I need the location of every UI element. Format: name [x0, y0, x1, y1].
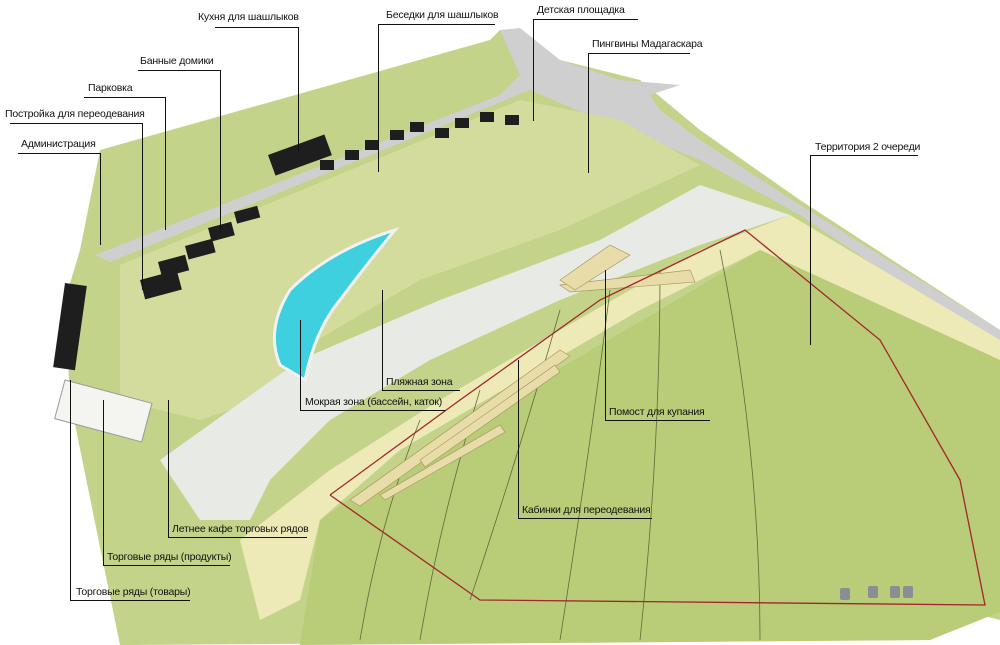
leader-line [382, 390, 460, 391]
leader-line [378, 24, 379, 172]
pool [272, 227, 400, 383]
leader-line [142, 123, 143, 290]
leader-line [168, 400, 169, 537]
label-phase2: Территория 2 очереди [815, 141, 921, 153]
leader-line [10, 123, 142, 124]
grass-area-south [300, 250, 1000, 645]
label-administration: Администрация [21, 138, 96, 150]
leader-line [382, 290, 383, 390]
leader-line [168, 537, 307, 538]
leader-line [100, 153, 101, 245]
leader-line [605, 420, 710, 421]
contour-lines [359, 249, 761, 641]
leader-line [84, 97, 165, 98]
leader-line [103, 400, 104, 565]
leader-line [518, 518, 652, 519]
leader-line [605, 270, 606, 420]
label-gazebos: Беседки для шашлыков [386, 9, 499, 21]
leader-line [70, 600, 190, 601]
leader-line [70, 380, 71, 600]
label-changing-cabins: Кабинки для переодевания [522, 504, 651, 516]
label-penguins: Пингвины Мадагаскара [592, 38, 703, 50]
buildings [53, 112, 519, 371]
leader-line [378, 24, 495, 25]
leader-line [533, 19, 534, 121]
leader-line [588, 53, 690, 54]
label-summer-cafe: Летнее кафе торговых рядов [172, 523, 309, 535]
label-market-goods: Торговые ряды (товары) [76, 586, 191, 598]
road [95, 28, 1000, 350]
leader-line [518, 360, 519, 518]
label-bathing-deck: Помост для купания [609, 406, 705, 418]
water-area [160, 185, 790, 520]
leader-line [18, 153, 100, 154]
label-market-food: Торговые ряды (продукты) [107, 551, 232, 563]
leader-line [810, 155, 918, 156]
leader-line [165, 97, 166, 230]
label-wet-zone: Мокрая зона (бассейн, каток) [305, 396, 443, 408]
leader-line [588, 53, 589, 173]
leader-line [215, 27, 298, 28]
grass-terrace [120, 100, 700, 420]
leader-line [300, 320, 301, 410]
leader-line [533, 19, 638, 20]
leader-line [138, 70, 220, 71]
decks [349, 244, 696, 507]
label-playground: Детская площадка [537, 4, 625, 16]
beach-strip [240, 215, 1000, 620]
leader-line [300, 410, 445, 411]
label-bathhouses: Банные домики [140, 55, 214, 67]
label-changing-building: Постройка для переодевания [5, 108, 145, 120]
leader-line [220, 70, 221, 230]
label-beach: Пляжная зона [386, 376, 453, 388]
label-kitchen: Кухня для шашлыков [198, 11, 299, 23]
leader-line [810, 155, 811, 345]
leader-line [103, 565, 230, 566]
leader-line [298, 27, 299, 152]
phase2-boundary [329, 229, 986, 606]
label-parking: Парковка [88, 82, 133, 94]
cars [840, 586, 913, 600]
